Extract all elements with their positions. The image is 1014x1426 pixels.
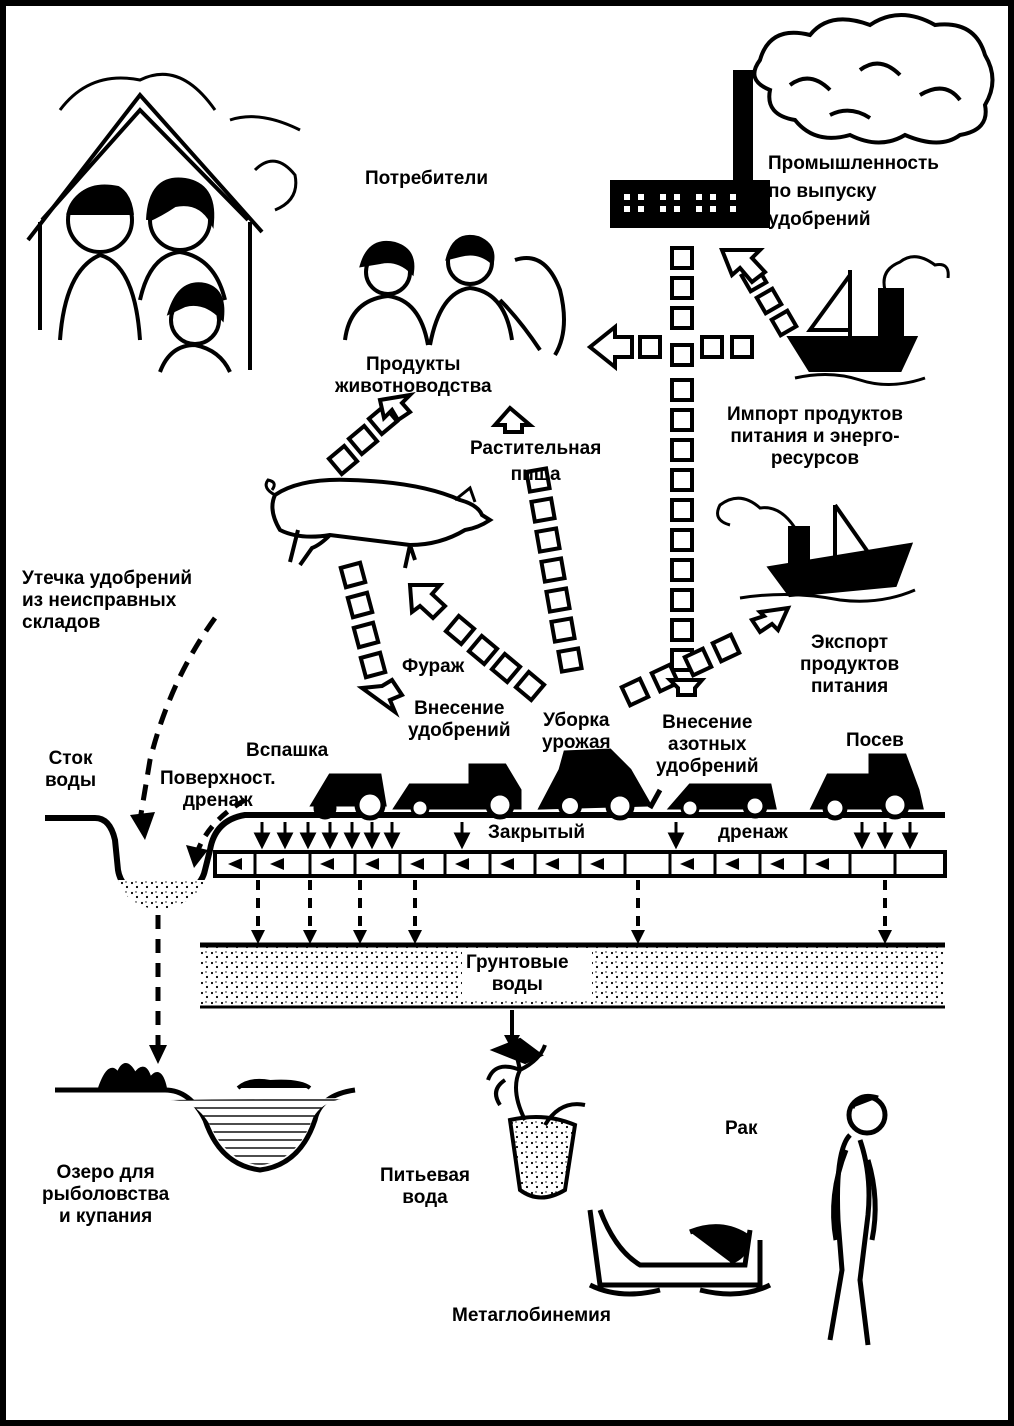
arrowhead-nitrogen xyxy=(665,678,707,697)
pig-to-products xyxy=(326,403,400,477)
label-nitrogen: Внесение азотных удобрений xyxy=(656,712,759,777)
pond-icon xyxy=(118,880,205,910)
label-leak: Утечка удобрений из неисправных складов xyxy=(22,568,193,633)
surface-drain-dashed-arrow xyxy=(195,797,247,851)
label-animal-products: Продукты животноводства xyxy=(335,354,492,397)
label-harvest: Уборка урожая xyxy=(542,710,611,753)
house-icon xyxy=(26,72,301,370)
export-diagonal xyxy=(619,632,742,708)
label-fertilizing: Внесение удобрений xyxy=(408,698,511,741)
label-consumers: Потребители xyxy=(365,168,489,189)
label-groundwater: Грунтовые воды xyxy=(466,952,569,995)
family-icon xyxy=(58,177,232,373)
arrowhead-to-export xyxy=(748,605,792,635)
groundwater-dashed-arrows xyxy=(256,880,887,935)
label-plant-food: Растительная пища xyxy=(470,438,602,485)
factory-icon xyxy=(610,70,770,228)
label-lake: Озеро для рыболовства и купания xyxy=(42,1162,170,1227)
label-fodder: Фураж xyxy=(402,656,465,677)
plant-food-column xyxy=(524,466,584,674)
closed-drain-pipe xyxy=(213,850,947,878)
label-import: Импорт продуктов питания и энерго- ресур… xyxy=(727,404,903,469)
surface-drain-arrowhead xyxy=(186,845,208,868)
label-export: Экспорт продуктов питания xyxy=(800,632,900,697)
groundwater-label-bg xyxy=(462,948,592,1000)
plant-cup-icon xyxy=(486,1037,586,1200)
import-ship-icon xyxy=(786,255,950,387)
label-surface-drain: Поверхност. дренаж xyxy=(160,768,276,811)
cradle-icon xyxy=(587,1209,772,1297)
arrowhead-fertilizing xyxy=(356,677,406,718)
arrowhead-to-products xyxy=(377,392,416,423)
label-closed-drain-2: дренаж xyxy=(718,822,788,843)
lake-icon xyxy=(55,1063,356,1173)
arrow-heads xyxy=(356,248,792,718)
label-plowing: Вспашка xyxy=(246,740,329,761)
label-industry: Промышленность по выпуску удобрений xyxy=(768,153,939,230)
label-sowing: Посев xyxy=(846,730,904,751)
pig-icon xyxy=(264,477,494,569)
infiltration-arrows xyxy=(253,822,919,850)
smoke-cloud-icon xyxy=(752,13,995,145)
arrowhead-to-consumers xyxy=(586,322,634,372)
export-ship-icon xyxy=(716,496,916,603)
label-drinking-water: Питьевая вода xyxy=(380,1165,470,1208)
groundwater-arrowheads xyxy=(251,930,892,944)
leak-dashed-arrow xyxy=(137,616,218,821)
arrowhead-plant-food xyxy=(490,405,536,434)
manure-column xyxy=(338,560,388,680)
walking-man-icon xyxy=(827,1093,888,1346)
consumers-icon xyxy=(343,235,566,357)
leak-arrowhead xyxy=(130,812,155,840)
label-methemoglobinemia: Метаглобинемия xyxy=(452,1305,611,1326)
to-consumers-row xyxy=(638,335,754,359)
factory-down-column xyxy=(670,246,694,672)
fodder-diagonal xyxy=(443,613,547,703)
label-closed-drain-1: Закрытый xyxy=(488,822,586,843)
arrowhead-to-factory xyxy=(719,248,768,285)
label-runoff: Сток воды xyxy=(45,748,97,791)
label-cancer: Рак xyxy=(725,1118,758,1139)
harvester-icon xyxy=(537,748,663,821)
tractor-icon xyxy=(309,753,924,821)
arrowhead-to-pig xyxy=(407,583,448,621)
